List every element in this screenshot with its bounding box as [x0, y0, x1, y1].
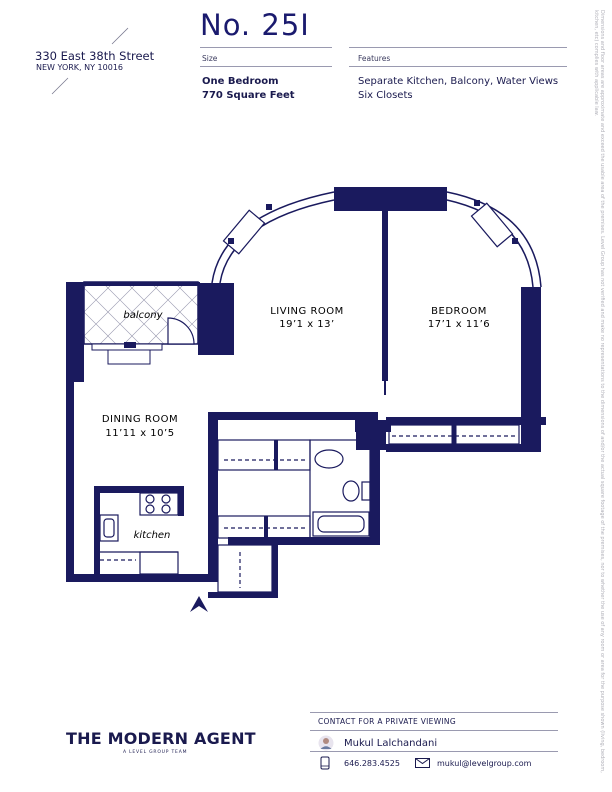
decor-slash-top [111, 27, 129, 45]
brand-logo-text: THE MODERN AGENT [66, 729, 256, 748]
divider [310, 751, 558, 752]
features-line-2: Six Closets [358, 90, 413, 101]
disclaimer-text: Dimensions and floor areas are approxima… [593, 10, 605, 773]
header-decor [51, 27, 129, 95]
size-square-feet: 770 Square Feet [202, 90, 295, 101]
floor-plan: LIVING ROOM 19’1 x 13’ BEDROOM 17’1 x 11… [66, 187, 546, 612]
size-label: Size [202, 54, 218, 63]
hall-closets [217, 439, 311, 593]
entry-arrow-icon [190, 596, 208, 612]
agent-name: Mukul Lalchandani [344, 738, 438, 749]
divider [200, 47, 332, 48]
bedroom-label: BEDROOM [431, 306, 487, 317]
divider [310, 712, 558, 713]
address-city: NEW YORK, NY 10016 [36, 63, 123, 72]
decor-slash-bottom [51, 77, 69, 95]
dining-room-label: DINING ROOM [102, 414, 178, 425]
dining-room-dims: 11’11 x 10’5 [105, 428, 174, 439]
divider [349, 66, 567, 67]
size-bedrooms: One Bedroom [202, 76, 279, 87]
divider [349, 47, 567, 48]
email-icon [415, 758, 430, 768]
features-label: Features [358, 54, 391, 63]
kitchen-fixtures [94, 492, 179, 575]
address-street: 330 East 38th Street [35, 49, 155, 63]
agent-phone[interactable]: 646.283.4525 [344, 759, 400, 768]
brand-tagline: A LEVEL GROUP TEAM [123, 750, 188, 755]
unit-number: No. 25I [200, 8, 310, 42]
contact-heading: CONTACT FOR A PRIVATE VIEWING [318, 717, 456, 726]
features-line-1: Separate Kitchen, Balcony, Water Views [358, 76, 559, 87]
living-room-dims: 19’1 x 13’ [279, 319, 334, 330]
balcony-label: balcony [123, 310, 163, 321]
agent-email[interactable]: mukul@levelgroup.com [437, 759, 532, 768]
walls [66, 187, 546, 598]
divider [310, 730, 558, 731]
agent-avatar [318, 735, 334, 751]
living-room-label: LIVING ROOM [270, 306, 344, 317]
bedroom-dims: 17’1 x 11’6 [428, 319, 490, 330]
phone-icon [320, 756, 330, 770]
legal-disclaimer: Dimensions and floor areas are approxima… [593, 10, 605, 785]
divider [200, 66, 332, 67]
balcony-door [167, 317, 195, 345]
bedroom-closets [388, 424, 520, 445]
kitchen-label: kitchen [134, 530, 171, 541]
bathroom [309, 439, 371, 539]
